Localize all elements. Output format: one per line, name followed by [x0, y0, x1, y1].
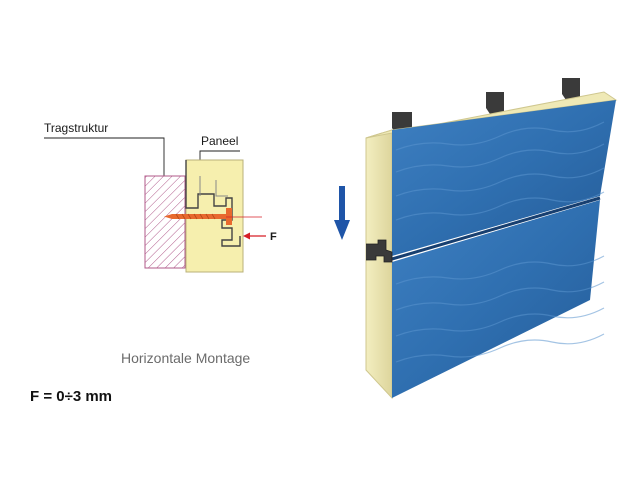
panel-side-edge	[365, 129, 393, 400]
formula: F = 0÷3 mm	[30, 388, 113, 405]
panel-face-upper	[392, 100, 616, 256]
panel-face-lower	[392, 200, 600, 398]
panel-profile-inner	[199, 176, 228, 197]
joint-profile	[366, 239, 393, 263]
panel-seam	[391, 196, 601, 261]
arrow-down-icon	[334, 186, 350, 240]
screw-icon	[164, 208, 232, 225]
panel-wave-texture	[395, 121, 605, 363]
arrow-left-icon	[243, 232, 266, 240]
panel-3d	[365, 78, 618, 400]
label-force: F	[270, 231, 277, 243]
detail-drawing	[44, 137, 266, 273]
caption: Horizontale Montage	[121, 350, 251, 366]
label-support-structure: Tragstruktur	[44, 121, 109, 135]
bracket-icon	[392, 78, 580, 134]
support-structure	[144, 175, 186, 269]
label-panel: Paneel	[201, 134, 239, 148]
leader-tragstruktur	[44, 137, 165, 176]
